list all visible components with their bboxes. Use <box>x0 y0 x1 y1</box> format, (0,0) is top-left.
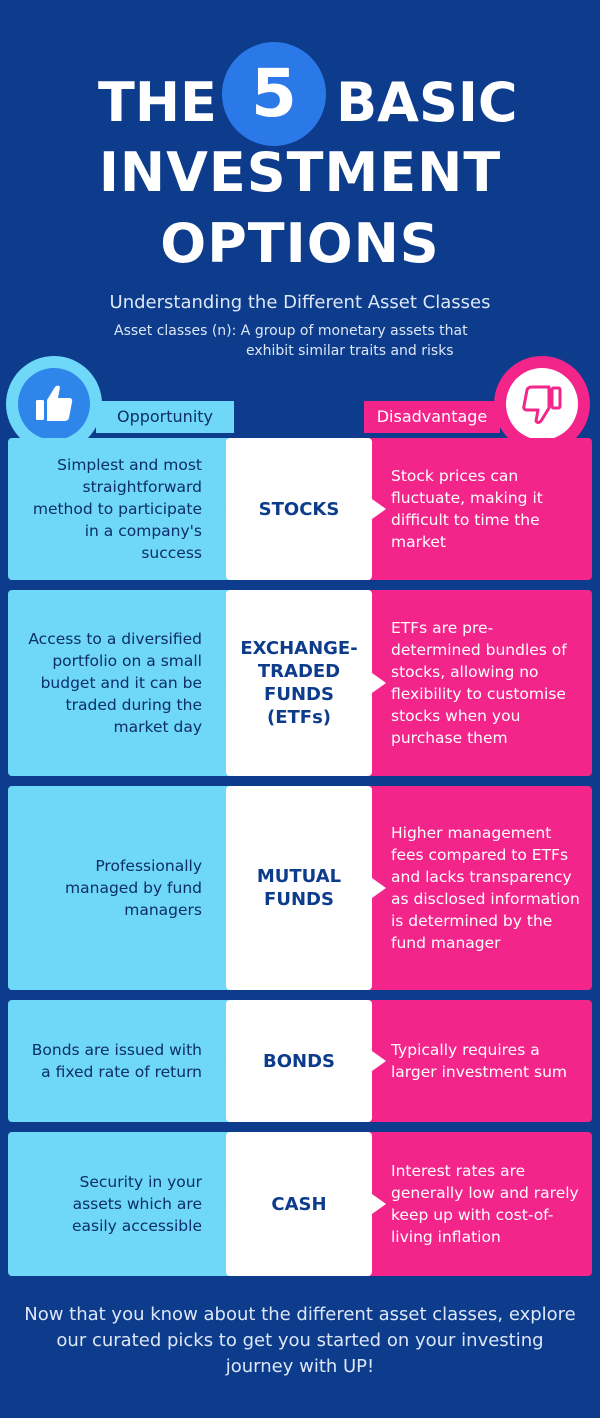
disadvantage-cell <box>354 438 592 580</box>
arrow-marker <box>212 878 226 898</box>
opportunity-text: Security in your assets which are easily… <box>71 1173 202 1235</box>
asset-row-cash: CASH Security in your assets which are e… <box>8 1132 592 1276</box>
footer-call-to-action: Now that you know about the different as… <box>24 1304 576 1377</box>
disadvantage-header: Disadvantage <box>364 401 500 433</box>
asset-name-cell: EXCHANGE-TRADED FUNDS (ETFs) <box>226 590 372 776</box>
opportunity-cell <box>8 1000 246 1122</box>
asset-name-cell: CASH <box>226 1132 372 1276</box>
opportunity-cell <box>8 1132 246 1276</box>
disadvantage-text: ETFs are pre-determined bundles of stock… <box>391 619 567 747</box>
opportunity-cell <box>8 590 246 776</box>
asset-name: BONDS <box>263 1050 335 1072</box>
definition-line-2: exhibit similar traits and risks <box>246 343 454 359</box>
asset-name-cell: STOCKS <box>226 438 372 580</box>
asset-name: CASH <box>271 1193 327 1215</box>
disadvantage-icon-circle <box>494 356 590 452</box>
arrow-marker <box>212 1194 226 1214</box>
opportunity-text: Simplest and most straightforward method… <box>32 456 202 562</box>
disadvantage-cell <box>354 1132 592 1276</box>
asset-name-cell: MUTUAL FUNDS <box>226 786 372 990</box>
title-line-3: OPTIONS <box>160 212 440 275</box>
disadvantage-cell <box>354 786 592 990</box>
opportunity-text: Bonds are issued with a fixed rate of re… <box>31 1041 202 1081</box>
asset-name: STOCKS <box>258 498 340 520</box>
disadvantage-text: Typically requires a larger investment s… <box>391 1041 568 1081</box>
disadvantage-text: Higher management fees compared to ETFs … <box>391 824 580 952</box>
definition-line-1: Asset classes (n): A group of monetary a… <box>114 323 468 339</box>
subtitle: Understanding the Different Asset Classe… <box>109 292 491 313</box>
disadvantage-text: Interest rates are generally low and rar… <box>391 1162 579 1246</box>
asset-name: MUTUAL FUNDS <box>256 866 342 910</box>
arrow-marker <box>212 1051 226 1071</box>
asset-row-bonds: BONDS Bonds are issued with a fixed rate… <box>8 1000 592 1122</box>
arrow-marker <box>372 878 386 898</box>
opportunity-icon-circle <box>6 356 102 452</box>
title-number-badge: 5 <box>222 42 326 146</box>
arrow-marker <box>212 673 226 693</box>
arrow-marker <box>372 1051 386 1071</box>
opportunity-cell <box>8 438 246 580</box>
title-basic: BASIC <box>336 71 518 134</box>
asset-row-stocks: STOCKS Simplest and most straightforward… <box>8 438 592 580</box>
arrow-marker <box>212 499 226 519</box>
disadvantage-text: Stock prices can fluctuate, making it di… <box>391 467 543 551</box>
asset-name-cell: BONDS <box>226 1000 372 1122</box>
asset-row-mutual-funds: MUTUAL FUNDS Professionally managed by f… <box>8 786 592 990</box>
thumbs-down-icon <box>522 385 562 424</box>
title-line-2: INVESTMENT <box>98 141 502 204</box>
opportunity-text: Access to a diversified portfolio on a s… <box>28 630 202 736</box>
arrow-marker <box>372 1194 386 1214</box>
opportunity-cell <box>8 786 246 990</box>
title-the: THE <box>98 71 217 134</box>
arrow-marker <box>372 499 386 519</box>
opportunity-header: Opportunity <box>96 401 234 433</box>
asset-name: EXCHANGE-TRADED FUNDS (ETFs) <box>240 638 358 728</box>
asset-row-etfs: EXCHANGE-TRADED FUNDS (ETFs) Access to a… <box>8 590 592 776</box>
thumbs-up-icon <box>36 385 73 421</box>
disadvantage-cell <box>354 1000 592 1122</box>
disadvantage-cell <box>354 590 592 776</box>
opportunity-text: Professionally managed by fund managers <box>65 857 202 919</box>
arrow-marker <box>372 673 386 693</box>
